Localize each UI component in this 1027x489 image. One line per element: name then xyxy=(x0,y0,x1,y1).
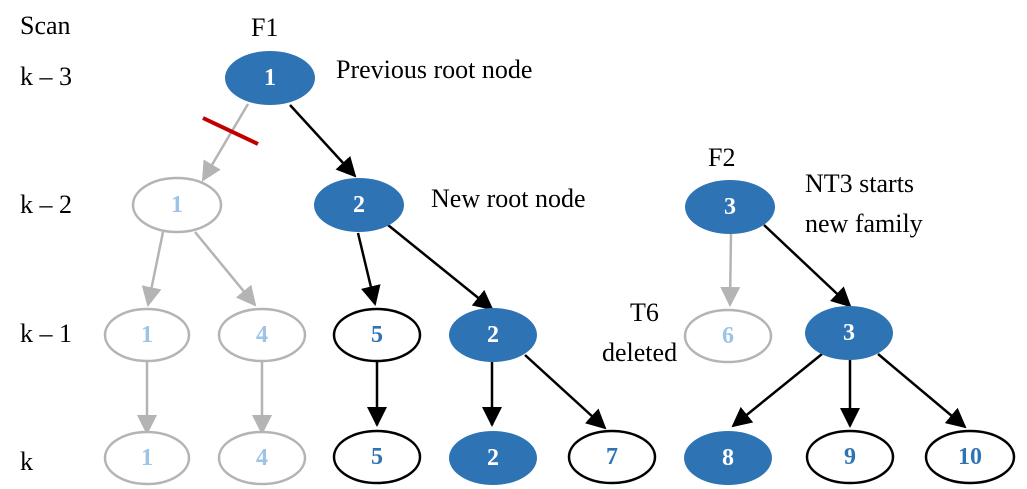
edge-n2b-n7 xyxy=(524,354,607,430)
edge-n3b-n10 xyxy=(877,353,967,429)
edge-n3-n3b xyxy=(763,224,852,308)
edge-n3b-n8 xyxy=(731,353,823,428)
node-label: 3 xyxy=(843,320,855,346)
node-faded-4b: 4 xyxy=(217,430,307,486)
family-label-f2: F2 xyxy=(708,143,735,172)
edge-g1-g4 xyxy=(194,231,257,307)
node-label: 4 xyxy=(256,322,268,348)
family-label-f1: F1 xyxy=(251,13,278,42)
node-10: 10 xyxy=(924,429,1016,485)
node-label: 5 xyxy=(371,444,383,470)
node-label: 7 xyxy=(606,444,618,470)
cut-mark xyxy=(202,116,259,146)
node-label: 2 xyxy=(353,192,365,218)
node-nt3-root: 3 xyxy=(685,180,775,234)
node-label: 10 xyxy=(958,444,982,470)
row-label-k-minus-1: k – 1 xyxy=(20,319,72,348)
node-faded-1c: 1 xyxy=(103,430,191,486)
node-faded-4: 4 xyxy=(217,307,307,363)
node-label: 5 xyxy=(371,322,383,348)
node-2-k: 2 xyxy=(449,431,537,485)
annotation-previous-root: Previous root node xyxy=(336,55,532,84)
node-7: 7 xyxy=(567,429,657,485)
node-8: 8 xyxy=(684,431,772,485)
edge-r1-g1 xyxy=(201,103,250,182)
node-5-k: 5 xyxy=(332,429,422,485)
row-label-k-minus-2: k – 2 xyxy=(20,190,72,219)
node-faded-6: 6 xyxy=(683,308,773,364)
node-faded-1: 1 xyxy=(131,176,223,234)
node-previous-root: 1 xyxy=(225,51,315,105)
node-label: 1 xyxy=(264,65,276,91)
node-label: 9 xyxy=(844,444,856,470)
node-label: 6 xyxy=(722,323,734,349)
node-9: 9 xyxy=(805,429,895,485)
row-label-k: k xyxy=(20,447,33,476)
annotation-t6-line2: deleted xyxy=(602,338,677,367)
node-faded-1b: 1 xyxy=(103,307,191,363)
annotation-new-root: New root node xyxy=(431,184,586,213)
annotation-nt3-line2: new family xyxy=(805,209,923,238)
node-label: 1 xyxy=(141,322,153,348)
annotation-t6-line1: T6 xyxy=(630,298,659,327)
node-label: 2 xyxy=(487,445,499,471)
edge-n3-g6 xyxy=(720,232,741,307)
node-label: 8 xyxy=(722,445,734,471)
edge-r1-n2 xyxy=(289,104,357,178)
row-label-k-minus-3: k – 3 xyxy=(20,62,72,91)
node-new-root: 2 xyxy=(314,178,404,232)
node-3-k1: 3 xyxy=(805,306,893,360)
node-label: 1 xyxy=(171,192,183,218)
node-5: 5 xyxy=(332,307,422,363)
node-2-k1: 2 xyxy=(449,308,537,362)
edge-n2-n5 xyxy=(356,232,381,306)
node-label: 3 xyxy=(724,194,736,220)
edge-g1-g1b xyxy=(141,231,165,307)
node-label: 4 xyxy=(256,445,268,471)
node-label: 1 xyxy=(141,445,153,471)
edge-n2-n2b xyxy=(387,224,494,311)
node-label: 2 xyxy=(487,322,499,348)
annotation-nt3-line1: NT3 starts xyxy=(805,169,914,198)
row-label-scan: Scan xyxy=(20,11,71,40)
